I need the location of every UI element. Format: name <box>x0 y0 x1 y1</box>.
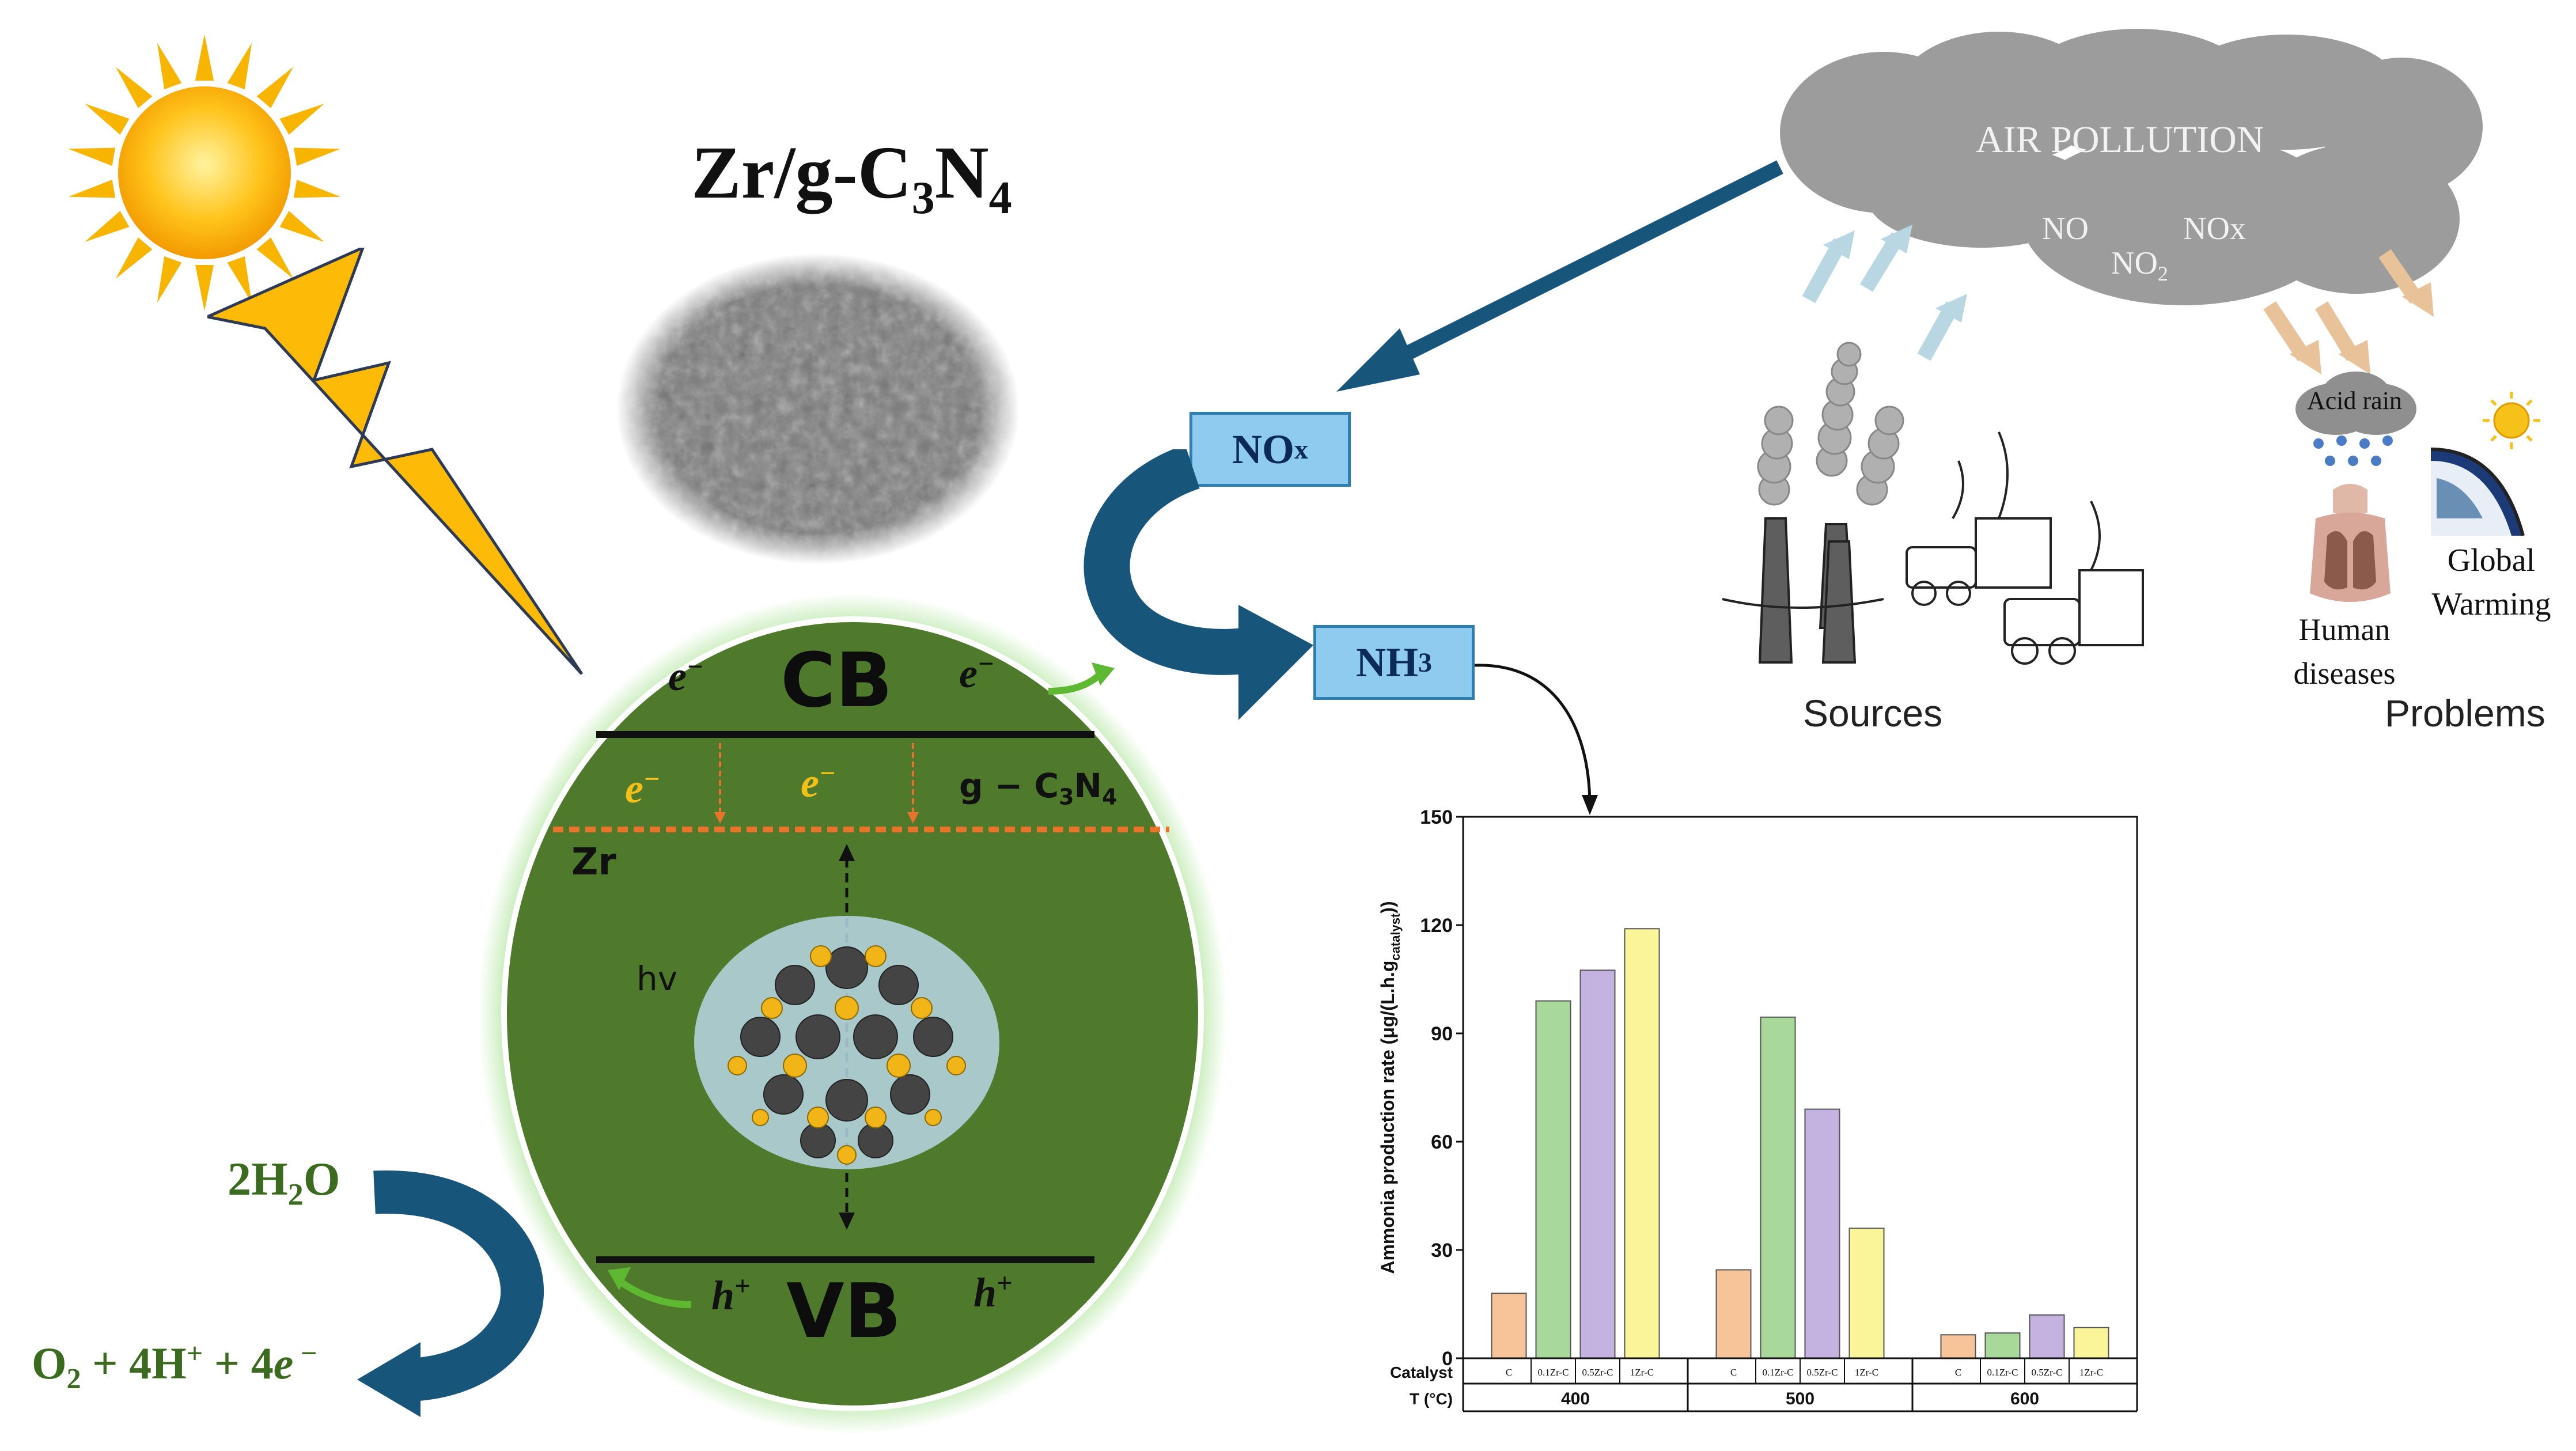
catalyst-label: 1Zr-C <box>1855 1367 1878 1378</box>
nh3-to-chart-arrow <box>1474 664 1598 815</box>
temperature-label-600: 600 <box>2010 1389 2039 1408</box>
sun-icon <box>68 35 341 311</box>
temperature-label-400: 400 <box>1561 1389 1590 1408</box>
catalyst-label: 0.5Zr-C <box>1807 1367 1838 1378</box>
y-tick-label: 90 <box>1431 1023 1453 1045</box>
conversion-curved-arrow <box>1084 449 1313 720</box>
acid-rain-label: Acid rain <box>2307 387 2402 415</box>
air-pollution-title: AIR POLLUTION <box>1976 119 2264 161</box>
hv-label: hv <box>637 959 678 998</box>
zr-electron-right: e− <box>801 758 836 806</box>
nox-label: NOx <box>2183 211 2246 247</box>
bar-400-0.5Zr-C <box>1579 969 1616 1359</box>
vb-hole-right: h+ <box>973 1268 1013 1316</box>
y-tick-label: 30 <box>1431 1240 1453 1261</box>
sources-label: Sources <box>1803 692 1943 734</box>
bar-400-1Zr-C <box>1624 928 1660 1359</box>
bar-500-0.5Zr-C <box>1804 1108 1840 1359</box>
acid-rain-cloud-icon <box>2295 372 2416 466</box>
bar-400-C <box>1491 1293 1527 1359</box>
sem-micrograph-image <box>611 248 1025 570</box>
no-label: NO <box>2042 211 2089 247</box>
y-tick-label: 60 <box>1431 1131 1453 1153</box>
catalyst-label: 1Zr-C <box>2079 1367 2103 1378</box>
y-tick-label: 120 <box>1420 915 1453 937</box>
row-label-temperature: T (°C) <box>1410 1390 1453 1408</box>
bar-600-0.1Zr-C <box>1984 1332 2021 1359</box>
catalyst-label: 1Zr-C <box>1630 1367 1654 1378</box>
zr-label: Zr <box>571 841 616 884</box>
emission-arrows <box>1802 225 1967 361</box>
bar-600-0.5Zr-C <box>2029 1314 2065 1359</box>
problems-label: Problems <box>2385 692 2545 734</box>
catalyst-label: 0.1Zr-C <box>1538 1367 1569 1378</box>
cb-electron-left: e− <box>668 651 704 699</box>
problem-arrows <box>2263 249 2434 374</box>
zr-electron-left: e− <box>625 764 661 812</box>
catalyst-label: C <box>1506 1367 1512 1378</box>
catalyst-label: 0.1Zr-C <box>1763 1367 1794 1378</box>
bar-500-C <box>1715 1269 1752 1359</box>
vb-hole-left: h+ <box>711 1271 751 1319</box>
water-curved-arrow <box>357 1170 544 1417</box>
no2-label: NO2 <box>2111 245 2168 286</box>
global-warming-label: Global Warming <box>2431 543 2551 622</box>
air-pollution-cloud <box>1780 29 2483 305</box>
human-lungs-icon <box>2310 484 2391 602</box>
bar-600-1Zr-C <box>2073 1327 2109 1359</box>
cb-label: CB <box>781 637 893 724</box>
human-diseases-label: Human diseases <box>2293 612 2396 691</box>
bar-500-1Zr-C <box>1848 1228 1885 1359</box>
material-title: Zr/g-C3N4 <box>691 131 1012 223</box>
pollution-to-nox-arrow <box>1336 160 1783 392</box>
y-tick-label: 150 <box>1420 806 1453 828</box>
catalyst-label: C <box>1730 1367 1737 1378</box>
catalyst-label: 0.1Zr-C <box>1987 1367 2018 1378</box>
y-axis-label: Ammonia production rate (μg/(L.h.gcataly… <box>1377 901 1403 1274</box>
vb-label: VB <box>786 1267 901 1355</box>
cb-electron-right: e− <box>959 649 995 696</box>
y-tick-label: 0 <box>1442 1348 1453 1370</box>
lightning-bolt-icon <box>207 248 584 675</box>
gcn-label: g − C3N4 <box>959 766 1117 810</box>
catalyst-label: 0.5Zr-C <box>2032 1367 2063 1378</box>
factory-sources-illustration <box>1722 342 2144 665</box>
bar-600-C <box>1940 1334 1976 1359</box>
water-reactant: 2H2O <box>228 1153 340 1212</box>
row-label-catalyst: Catalyst <box>1390 1363 1453 1381</box>
catalyst-label: C <box>1955 1367 1961 1378</box>
band-diagram-circle <box>478 593 1227 1434</box>
bar-500-0.1Zr-C <box>1760 1016 1796 1359</box>
water-product: O2 + 4H+ + 4e − <box>32 1337 317 1395</box>
bar-400-0.1Zr-C <box>1535 1000 1571 1359</box>
catalyst-label: 0.5Zr-C <box>1582 1367 1613 1378</box>
temperature-label-500: 500 <box>1786 1389 1814 1408</box>
global-warming-icon <box>2431 392 2540 536</box>
